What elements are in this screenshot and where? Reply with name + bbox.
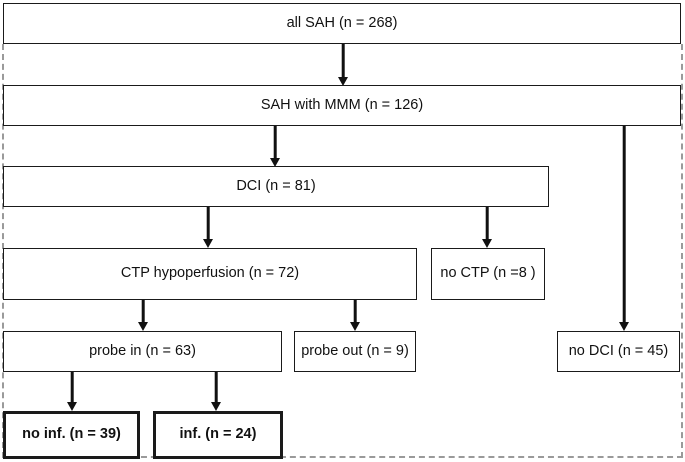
node-all-sah[interactable]: all SAH (n = 268) (3, 3, 681, 44)
node-inf[interactable]: inf. (n = 24) (153, 411, 283, 459)
node-probe-in[interactable]: probe in (n = 63) (3, 331, 282, 372)
node-no-dci[interactable]: no DCI (n = 45) (557, 331, 680, 372)
node-no-ctp[interactable]: no CTP (n =8 ) (431, 248, 545, 300)
node-no-inf[interactable]: no inf. (n = 39) (3, 411, 140, 459)
node-sah-with-mmm[interactable]: SAH with MMM (n = 126) (3, 85, 681, 126)
node-ctp-hypoperfusion[interactable]: CTP hypoperfusion (n = 72) (3, 248, 417, 300)
node-dci[interactable]: DCI (n = 81) (3, 166, 549, 207)
node-probe-out[interactable]: probe out (n = 9) (294, 331, 416, 372)
